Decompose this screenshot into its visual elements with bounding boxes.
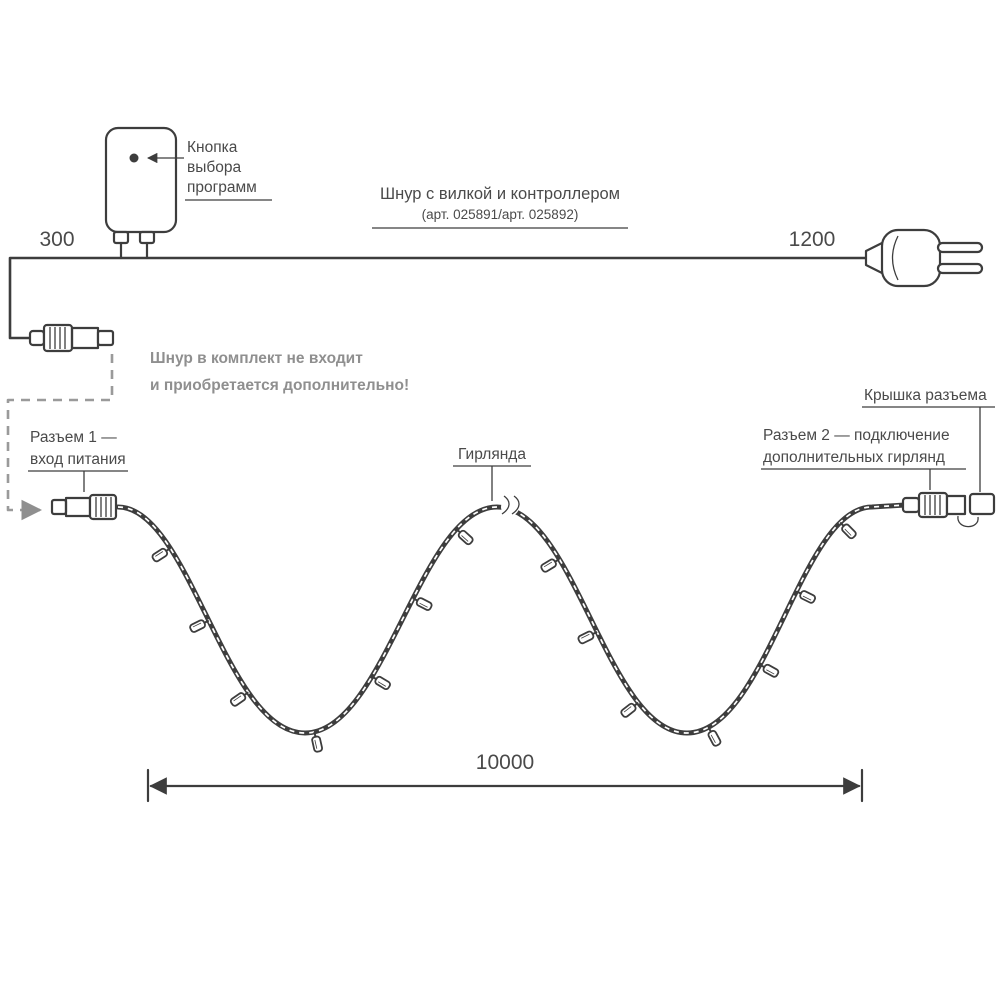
- controller-box: [104, 126, 178, 260]
- connector1-label-line1: Разъем 1 —: [30, 429, 117, 446]
- connector-cap-icon: [968, 492, 996, 516]
- controller-terminal-left: [112, 230, 130, 245]
- plug-pin-bottom: [936, 262, 984, 275]
- cord-title: Шнур с вилкой и контроллером: [380, 185, 620, 203]
- lamp-icon: [620, 701, 639, 718]
- garland-label: Гирлянда: [458, 446, 526, 463]
- connector1-label-line2: вход питания: [30, 451, 126, 468]
- cap-callout: Крышка разъема: [862, 387, 995, 492]
- not-included-dashed-leader: [6, 354, 114, 521]
- lamp-icon: [311, 731, 323, 753]
- button-label-line1: Кнопка: [187, 139, 238, 156]
- lamp-icon: [151, 547, 171, 563]
- lamp-icon: [577, 630, 598, 645]
- dimension-10000: 10000: [476, 751, 534, 774]
- plug-pin-top: [936, 241, 984, 254]
- lamp-icon: [540, 558, 560, 573]
- lamp-icon: [759, 663, 780, 678]
- button-label-line3: программ: [187, 179, 257, 196]
- lamp-icon: [412, 597, 433, 611]
- button-callout: Кнопка выбора программ: [146, 139, 272, 201]
- lamp-icon: [371, 675, 391, 691]
- not-included-note-line2: и приобретается дополнительно!: [150, 377, 409, 394]
- cord-title-callout: Шнур с вилкой и контроллером (арт. 02589…: [372, 185, 628, 229]
- garland-dimension: 10000: [146, 751, 864, 803]
- connector2-label-line2: дополнительных гирлянд: [763, 449, 945, 466]
- controller-terminal-right: [138, 230, 156, 245]
- lamp-icon: [839, 521, 857, 540]
- not-included-note-line1: Шнур в комплект не входит: [150, 350, 363, 367]
- cap-label: Крышка разъема: [864, 387, 987, 404]
- lamp-icon: [795, 590, 816, 604]
- power-plug-icon: [864, 228, 984, 288]
- lamp-icon: [707, 726, 722, 747]
- lamp-icon: [229, 691, 249, 707]
- wire-break-mark: [501, 495, 520, 516]
- dimension-300: 300: [39, 228, 74, 251]
- dimension-1200: 1200: [789, 228, 836, 251]
- garland-callout: Гирлянда: [453, 446, 531, 501]
- button-label-line2: выбора: [187, 159, 241, 176]
- cord-connector-icon: [28, 323, 115, 353]
- garland-lamps: [151, 521, 857, 753]
- cap-strap: [957, 515, 979, 528]
- connector1-callout: Разъем 1 — вход питания: [28, 429, 128, 492]
- power-cord-line: [8, 256, 866, 340]
- garland-wire-braid: [117, 504, 906, 734]
- cord-subtitle: (арт. 025891/арт. 025892): [422, 207, 579, 222]
- connector2-label-line1: Разъем 2 — подключение: [763, 427, 950, 444]
- garland-input-connector-icon: [50, 493, 118, 521]
- lamp-icon: [455, 528, 474, 546]
- connector2-callout: Разъем 2 — подключение дополнительных ги…: [761, 427, 966, 490]
- lamp-icon: [189, 619, 210, 633]
- garland-output-connector-icon: [901, 491, 996, 528]
- program-button: [129, 153, 139, 163]
